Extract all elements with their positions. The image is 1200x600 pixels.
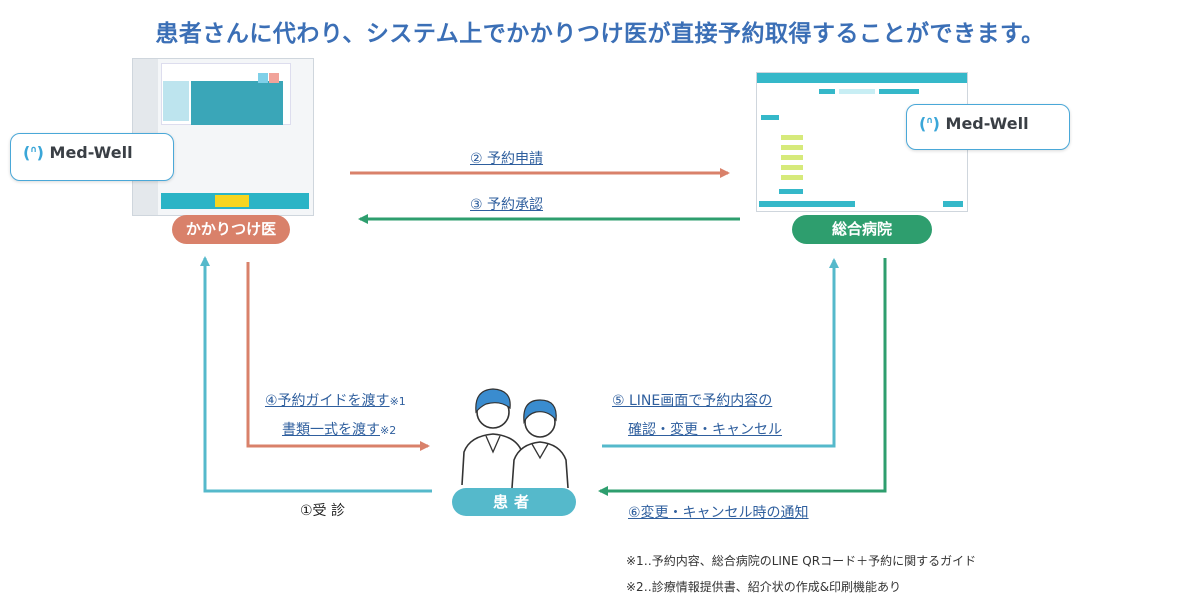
step-reservation-request: ② 予約申請 xyxy=(470,151,544,167)
hospital-logo-text: Med-Well xyxy=(945,114,1029,133)
arrow-guide-documents xyxy=(246,262,430,451)
patient-people-icon xyxy=(461,388,569,489)
arrow-consultation xyxy=(200,256,432,493)
footnote-2: ※2‥診療情報提供書、紹介状の作成&印刷機能あり xyxy=(626,580,902,594)
clinic-node: かかりつけ医 xyxy=(172,215,290,244)
footnote-1: ※1‥予約内容、総合病院のLINE QRコード＋予約に関するガイド xyxy=(626,554,977,568)
step-consultation: ①受 診 xyxy=(300,503,346,519)
arrow-line-confirm xyxy=(602,258,839,448)
step-line-change-cancel: 確認・変更・キャンセル xyxy=(628,422,782,438)
clinic-logo-bubble: (ᐢ) Med-Well xyxy=(10,133,174,181)
step-documents-handover: 書類一式を渡す※2 xyxy=(282,422,397,438)
step-reservation-approval: ③ 予約承認 xyxy=(470,197,544,213)
clinic-logo-text: Med-Well xyxy=(49,143,133,162)
clinic-screenshot xyxy=(132,58,314,216)
med-well-logo-icon: (ᐢ) xyxy=(23,143,44,162)
hospital-logo-bubble: (ᐢ) Med-Well xyxy=(906,104,1070,150)
patient-node: 患者 xyxy=(452,488,576,516)
med-well-logo-icon: (ᐢ) xyxy=(919,114,940,133)
step-guide-handover: ④予約ガイドを渡す※1 xyxy=(265,393,406,409)
step-line-confirm: ⑤ LINE画面で予約内容の xyxy=(612,393,773,409)
arrow-change-notice xyxy=(598,258,887,496)
step-change-notice: ⑥変更・キャンセル時の通知 xyxy=(628,505,809,521)
hospital-node: 総合病院 xyxy=(792,215,932,244)
page-title: 患者さんに代わり、システム上でかかりつけ医が直接予約取得することができます。 xyxy=(155,21,1045,47)
